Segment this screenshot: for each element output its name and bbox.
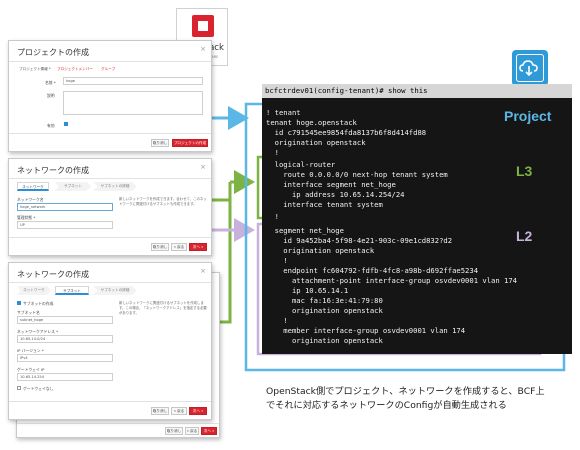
tab-project-info[interactable]: プロジェクト情報 * <box>19 67 51 71</box>
caption-line-2: でそれに対応するネットワークのConfigが自動生成される <box>266 400 507 411</box>
terminal-line: mac fa:16:3e:41:79:80 <box>266 296 383 305</box>
cancel-button[interactable]: 取り消し <box>151 407 169 415</box>
next-button[interactable]: 次へ » <box>189 243 207 251</box>
enabled-label: 有効 <box>47 123 55 128</box>
back-button[interactable]: « 戻る <box>185 427 199 435</box>
create-subnet-dialog: ネットワークの作成 × ネットワーク サブネット サブネットの詳細 サブネットの… <box>8 262 212 420</box>
terminal-line: endpoint fc604792-fdfb-4fc8-a98b-d692ffa… <box>266 266 479 275</box>
network-address-input[interactable]: 10.65.14.0/24 <box>17 335 113 343</box>
tab-subnet-detail[interactable]: サブネットの詳細 <box>93 286 137 295</box>
terminal-line: ip address 10.65.14.254/24 <box>266 190 405 199</box>
subnet-name-input[interactable]: subnet_hoge <box>17 316 113 324</box>
create-network-dialog: ネットワークの作成 × ネットワーク サブネット サブネットの詳細 ネットワーク… <box>8 158 212 256</box>
create-button[interactable]: 次へ » <box>201 427 217 435</box>
terminal-line: ip 10.65.14.1 <box>266 286 349 295</box>
tab-subnet-detail[interactable]: サブネットの詳細 <box>93 182 137 191</box>
create-subnet-label: サブネットの作成 <box>23 301 54 306</box>
dialog-title: ネットワークの作成 <box>17 270 89 279</box>
terminal-line: id c791545ee9854fda8137b6f8d414fd88 <box>266 128 427 137</box>
subnet-name-label: サブネット名 <box>17 310 40 315</box>
gateway-ip-label: ゲートウェイ IP <box>17 367 45 372</box>
ip-version-select[interactable]: IPv4 <box>17 354 113 362</box>
l3-arrow <box>212 182 252 324</box>
subnet-help-text: 新しいネットワークに関連付けるサブネットを作成します。この場合、「ネットワークア… <box>119 301 207 316</box>
terminal-line: id 9a452ba4-5f98-4e21-903c-09e1cd832?d2 <box>266 236 453 245</box>
description-label: 説明 <box>47 93 55 98</box>
terminal-line: ! <box>266 316 288 325</box>
cancel-button[interactable]: 取り消し <box>151 243 169 251</box>
terminal-line: ! <box>266 148 279 157</box>
close-icon[interactable]: × <box>200 163 206 171</box>
terminal-line: interface tenant system <box>266 200 383 209</box>
terminal-prompt: bcfctrdev01(config-tenant)# show this <box>265 86 428 95</box>
tab-network[interactable]: ネットワーク <box>17 182 49 191</box>
close-icon[interactable]: × <box>200 45 206 53</box>
create-project-dialog: プロジェクトの作成 × プロジェクト情報 * プロジェクトメンバー グループ 名… <box>8 40 212 152</box>
terminal-line: route 0.0.0.0/0 next-hop tenant system <box>266 170 448 179</box>
network-address-label: ネットワークアドレス * <box>17 329 59 334</box>
cloud-icon-frame <box>516 54 544 82</box>
terminal-line: origination openstack <box>266 246 375 255</box>
openstack-cube-icon <box>192 15 214 37</box>
caption-line-1: OpenStack側でプロジェクト、ネットワークを作成すると、BCF上 <box>266 386 545 397</box>
terminal-line: interface segment net_hoge <box>266 180 396 189</box>
description-textarea[interactable] <box>63 91 203 115</box>
tab-subnet[interactable]: サブネット <box>55 182 91 191</box>
terminal-line: origination openstack <box>266 138 366 147</box>
ip-version-label: IP バージョン * <box>17 348 44 353</box>
terminal-line: origination openstack <box>266 306 383 315</box>
tab-network[interactable]: ネットワーク <box>17 286 51 295</box>
tab-subnet[interactable]: サブネット <box>55 286 89 295</box>
cloud-icon <box>512 50 548 86</box>
terminal-line: origination openstack <box>266 336 383 345</box>
next-button[interactable]: 次へ » <box>189 407 207 415</box>
l2-label: L2 <box>516 228 533 244</box>
terminal-window: bcfctrdev01(config-tenant)# show this ! … <box>262 84 572 354</box>
disable-gateway-label: ゲートウェイなし <box>23 386 54 391</box>
terminal-prompt-bar: bcfctrdev01(config-tenant)# show this <box>262 84 572 98</box>
disable-gateway-checkbox[interactable] <box>17 386 21 390</box>
name-label: 名前 * <box>45 80 56 85</box>
cancel-button[interactable]: 取り消し <box>151 139 169 147</box>
terminal-line: logical-router <box>266 160 336 169</box>
close-icon[interactable]: × <box>200 267 206 275</box>
dialog-title: プロジェクトの作成 <box>17 48 89 57</box>
name-input[interactable]: hoge <box>63 77 203 85</box>
terminal-line: ! tenant <box>266 108 301 117</box>
network-help-text: 新しいネットワークを作成できます。合わせて、このネットワークに関連付けるサブネッ… <box>119 197 207 207</box>
tab-groups[interactable]: グループ <box>101 67 116 71</box>
network-name-label: ネットワーク名 <box>17 197 44 202</box>
enabled-checkbox[interactable] <box>64 122 68 126</box>
cloud-glyph-icon <box>519 60 538 77</box>
terminal-line: attachment-point interface-group osvdev0… <box>266 276 517 285</box>
create-project-button[interactable]: プロジェクトの作成 <box>172 139 208 147</box>
terminal-line: member interface-group osvdev0001 vlan 1… <box>266 326 466 335</box>
network-name-input[interactable]: hoge_network <box>17 203 113 211</box>
back-button[interactable]: « 戻る <box>171 243 187 251</box>
tab-project-members[interactable]: プロジェクトメンバー <box>57 67 93 71</box>
project-label: Project <box>504 108 552 124</box>
cancel-button[interactable]: 取り消し <box>165 427 183 435</box>
terminal-line: ! <box>266 212 279 221</box>
create-subnet-checkbox[interactable] <box>17 301 21 305</box>
terminal-line: tenant hoge.openstack <box>266 118 357 127</box>
admin-state-select[interactable]: UP <box>17 221 113 229</box>
terminal-line: ! <box>266 256 288 265</box>
l3-label: L3 <box>516 163 533 179</box>
terminal-line: segment net_hoge <box>266 226 344 235</box>
back-button[interactable]: « 戻る <box>171 407 187 415</box>
admin-state-label: 管理状態 * <box>17 215 36 220</box>
dialog-title: ネットワークの作成 <box>17 166 89 175</box>
gateway-ip-input[interactable]: 10.65.14.254 <box>17 373 113 381</box>
